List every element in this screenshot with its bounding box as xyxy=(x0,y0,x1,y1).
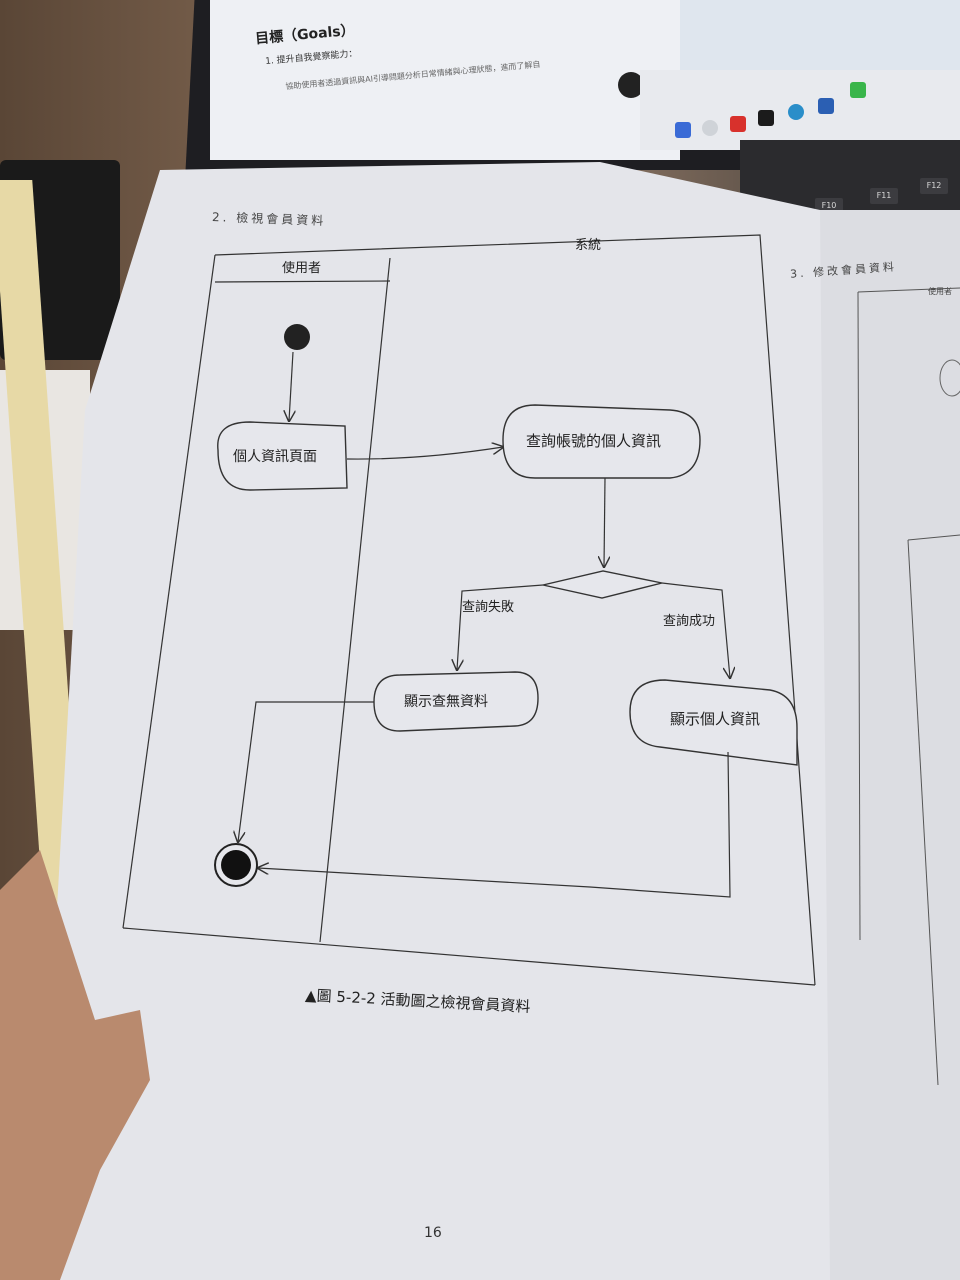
laptop-screen xyxy=(210,0,680,160)
edge-icon[interactable] xyxy=(788,104,804,120)
action-query-account: 查詢帳號的個人資訊 xyxy=(502,404,701,479)
flow-start xyxy=(289,351,293,421)
final-node xyxy=(214,843,258,887)
flow-to-query xyxy=(346,447,503,460)
next-section-lane-header: 使用者 xyxy=(928,287,952,296)
next-diagram-frame xyxy=(857,287,960,1086)
lane-system-label: 系統 xyxy=(575,238,601,253)
action-profile-page: 個人資訊頁面 xyxy=(217,421,348,491)
decision-node xyxy=(542,570,663,599)
flow-profile-to-end xyxy=(258,751,731,898)
netflix-icon[interactable] xyxy=(758,110,774,126)
taskbar xyxy=(640,70,960,150)
flow-fail xyxy=(457,584,544,670)
flow-no-data-to-end xyxy=(238,701,374,842)
guard-success-label: 查詢成功 xyxy=(663,613,715,629)
action-show-profile-label: 顯示個人資訊 xyxy=(670,710,760,728)
next-diagram-node xyxy=(939,359,960,397)
action-show-no-data-label: 顯示查無資料 xyxy=(404,694,488,710)
flow-success xyxy=(661,582,730,678)
action-query-account-label: 查詢帳號的個人資訊 xyxy=(526,432,661,450)
lane-user-label: 使用者 xyxy=(282,260,321,276)
action-show-profile: 顯示個人資訊 xyxy=(629,679,798,766)
action-show-no-data: 顯示查無資料 xyxy=(373,671,539,732)
line-icon[interactable] xyxy=(850,82,866,98)
app-icon[interactable] xyxy=(675,122,691,138)
chrome-icon[interactable] xyxy=(702,120,718,136)
key-f12: F12 xyxy=(920,178,948,194)
flow-to-decision xyxy=(604,477,605,567)
key-f11: F11 xyxy=(870,188,898,204)
page-number: 16 xyxy=(424,1225,442,1241)
voice-input-icon[interactable] xyxy=(618,72,644,98)
word-icon[interactable] xyxy=(818,98,834,114)
guard-fail-label: 查詢失敗 xyxy=(462,599,514,615)
initial-node xyxy=(284,324,310,350)
youtube-icon[interactable] xyxy=(730,116,746,132)
action-profile-page-label: 個人資訊頁面 xyxy=(233,449,317,465)
